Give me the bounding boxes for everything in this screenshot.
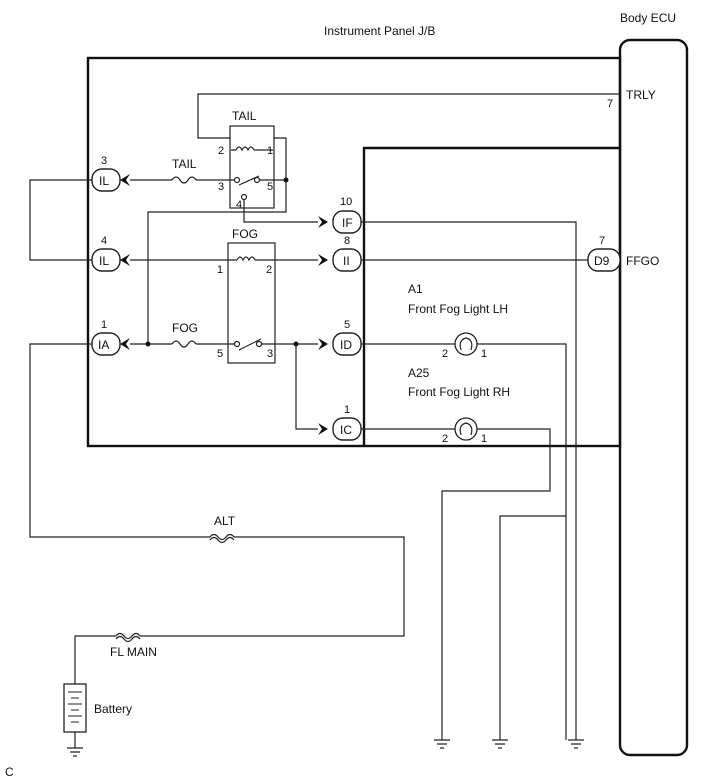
jb-title: Instrument Panel J/B	[324, 24, 435, 38]
rh-ground-wire	[441, 428, 551, 740]
svg-text:ID: ID	[340, 338, 352, 352]
body-ecu-box	[618, 38, 689, 757]
svg-text:8: 8	[344, 235, 350, 247]
svg-text:IC: IC	[340, 423, 352, 437]
flmain-to-battery-wire	[74, 635, 116, 684]
trly-pin: 7	[607, 98, 613, 110]
a25-code: A25	[408, 366, 430, 380]
svg-text:IA: IA	[98, 338, 109, 352]
fog-relay-pin-1: 1	[217, 264, 223, 276]
il-loop-wire	[29, 179, 92, 261]
tail-relay-label: TAIL	[232, 109, 257, 123]
fl-main-label: FL MAIN	[110, 645, 157, 659]
svg-text:IF: IF	[342, 216, 353, 230]
fog-relay-coil-icon	[236, 256, 256, 262]
tail-relay-5-bus	[147, 180, 287, 343]
a1-name: Front Fog Light LH	[408, 302, 508, 316]
chevron-right-icon	[318, 216, 328, 228]
a1-code: A1	[408, 282, 423, 296]
body-ecu-title: Body ECU	[620, 11, 676, 25]
alt-fuse-label: ALT	[214, 514, 236, 528]
chevron-left-icon	[120, 174, 130, 186]
fog-relay-pin-3: 3	[267, 348, 273, 360]
svg-text:II: II	[343, 254, 350, 268]
connector-il-4: IL 4	[91, 235, 130, 272]
bulb-rh-icon	[454, 417, 478, 441]
ia-to-alt-wire	[29, 343, 210, 538]
svg-text:1: 1	[101, 319, 107, 331]
connector-il-3: IL 3	[91, 155, 130, 192]
rh-pin-1: 1	[481, 433, 487, 445]
svg-text:3: 3	[101, 155, 107, 167]
ground-icon	[492, 739, 508, 749]
tail-relay-pin-5: 5	[267, 181, 273, 193]
ground-icon	[434, 739, 450, 749]
lh-pin-1: 1	[481, 348, 487, 360]
jb-inner-boundary	[362, 146, 620, 446]
tail-relay-pin-1: 1	[267, 145, 273, 157]
fog-relay-pin-2: 2	[266, 264, 272, 276]
trly-label: TRLY	[626, 88, 656, 102]
fog-relay-switch-icon	[238, 338, 262, 351]
connector-id-5: ID 5	[318, 319, 362, 356]
battery-icon	[63, 683, 87, 757]
lh-ground-wire	[477, 343, 567, 740]
tail-relay-box	[229, 125, 275, 209]
alt-to-flmain-wire	[140, 536, 405, 637]
connector-if-10: IF 10	[318, 196, 362, 234]
tail-fuse-label: TAIL	[172, 157, 197, 171]
tail-relay-pin-3: 3	[218, 181, 224, 193]
trly-wire	[197, 93, 620, 139]
chevron-left-icon	[120, 338, 130, 350]
svg-text:5: 5	[344, 319, 350, 331]
fog-relay-box	[227, 242, 276, 364]
connector-ia-1: IA 1	[91, 319, 130, 356]
tail-relay-pin-2: 2	[218, 145, 224, 157]
alt-fuse-icon	[209, 536, 235, 544]
fog-fuse-label: FOG	[172, 321, 198, 335]
if-ground-wire	[361, 221, 577, 740]
ground-branch-wire	[499, 515, 566, 740]
chevron-right-icon	[318, 254, 328, 266]
fog-fuse-icon	[171, 340, 197, 348]
tail-relay-pin-4: 4	[236, 199, 242, 211]
svg-text:1: 1	[344, 404, 350, 416]
lh-pin-2: 2	[442, 348, 448, 360]
a25-name: Front Fog Light RH	[408, 385, 510, 399]
rh-pin-2: 2	[442, 433, 448, 445]
chevron-left-icon	[120, 254, 130, 266]
tail-relay-switch-icon	[238, 175, 260, 186]
svg-text:IL: IL	[99, 174, 109, 188]
fog-relay-label: FOG	[232, 227, 258, 241]
connector-d9-7: D9 7	[587, 235, 621, 272]
fog-relay-pin-5: 5	[217, 348, 223, 360]
battery-label: Battery	[94, 702, 132, 716]
ffgo-label: FFGO	[626, 254, 659, 268]
svg-text:7: 7	[599, 235, 605, 247]
tail-relay-coil-icon	[235, 146, 255, 152]
fl-main-fuse-icon	[115, 635, 141, 643]
corner-mark: C	[5, 765, 14, 779]
svg-text:10: 10	[340, 196, 352, 208]
chevron-right-icon	[318, 338, 328, 350]
connector-ii-8: II 8	[318, 235, 362, 272]
svg-text:D9: D9	[594, 254, 610, 268]
connector-ic-1: IC 1	[318, 404, 362, 441]
tail-relay-4-to-if	[243, 210, 318, 223]
tail-fuse-icon	[171, 176, 197, 184]
svg-text:4: 4	[101, 235, 107, 247]
bulb-lh-icon	[454, 332, 478, 356]
svg-text:IL: IL	[99, 254, 109, 268]
chevron-right-icon	[318, 423, 328, 435]
ground-icon	[568, 739, 584, 749]
